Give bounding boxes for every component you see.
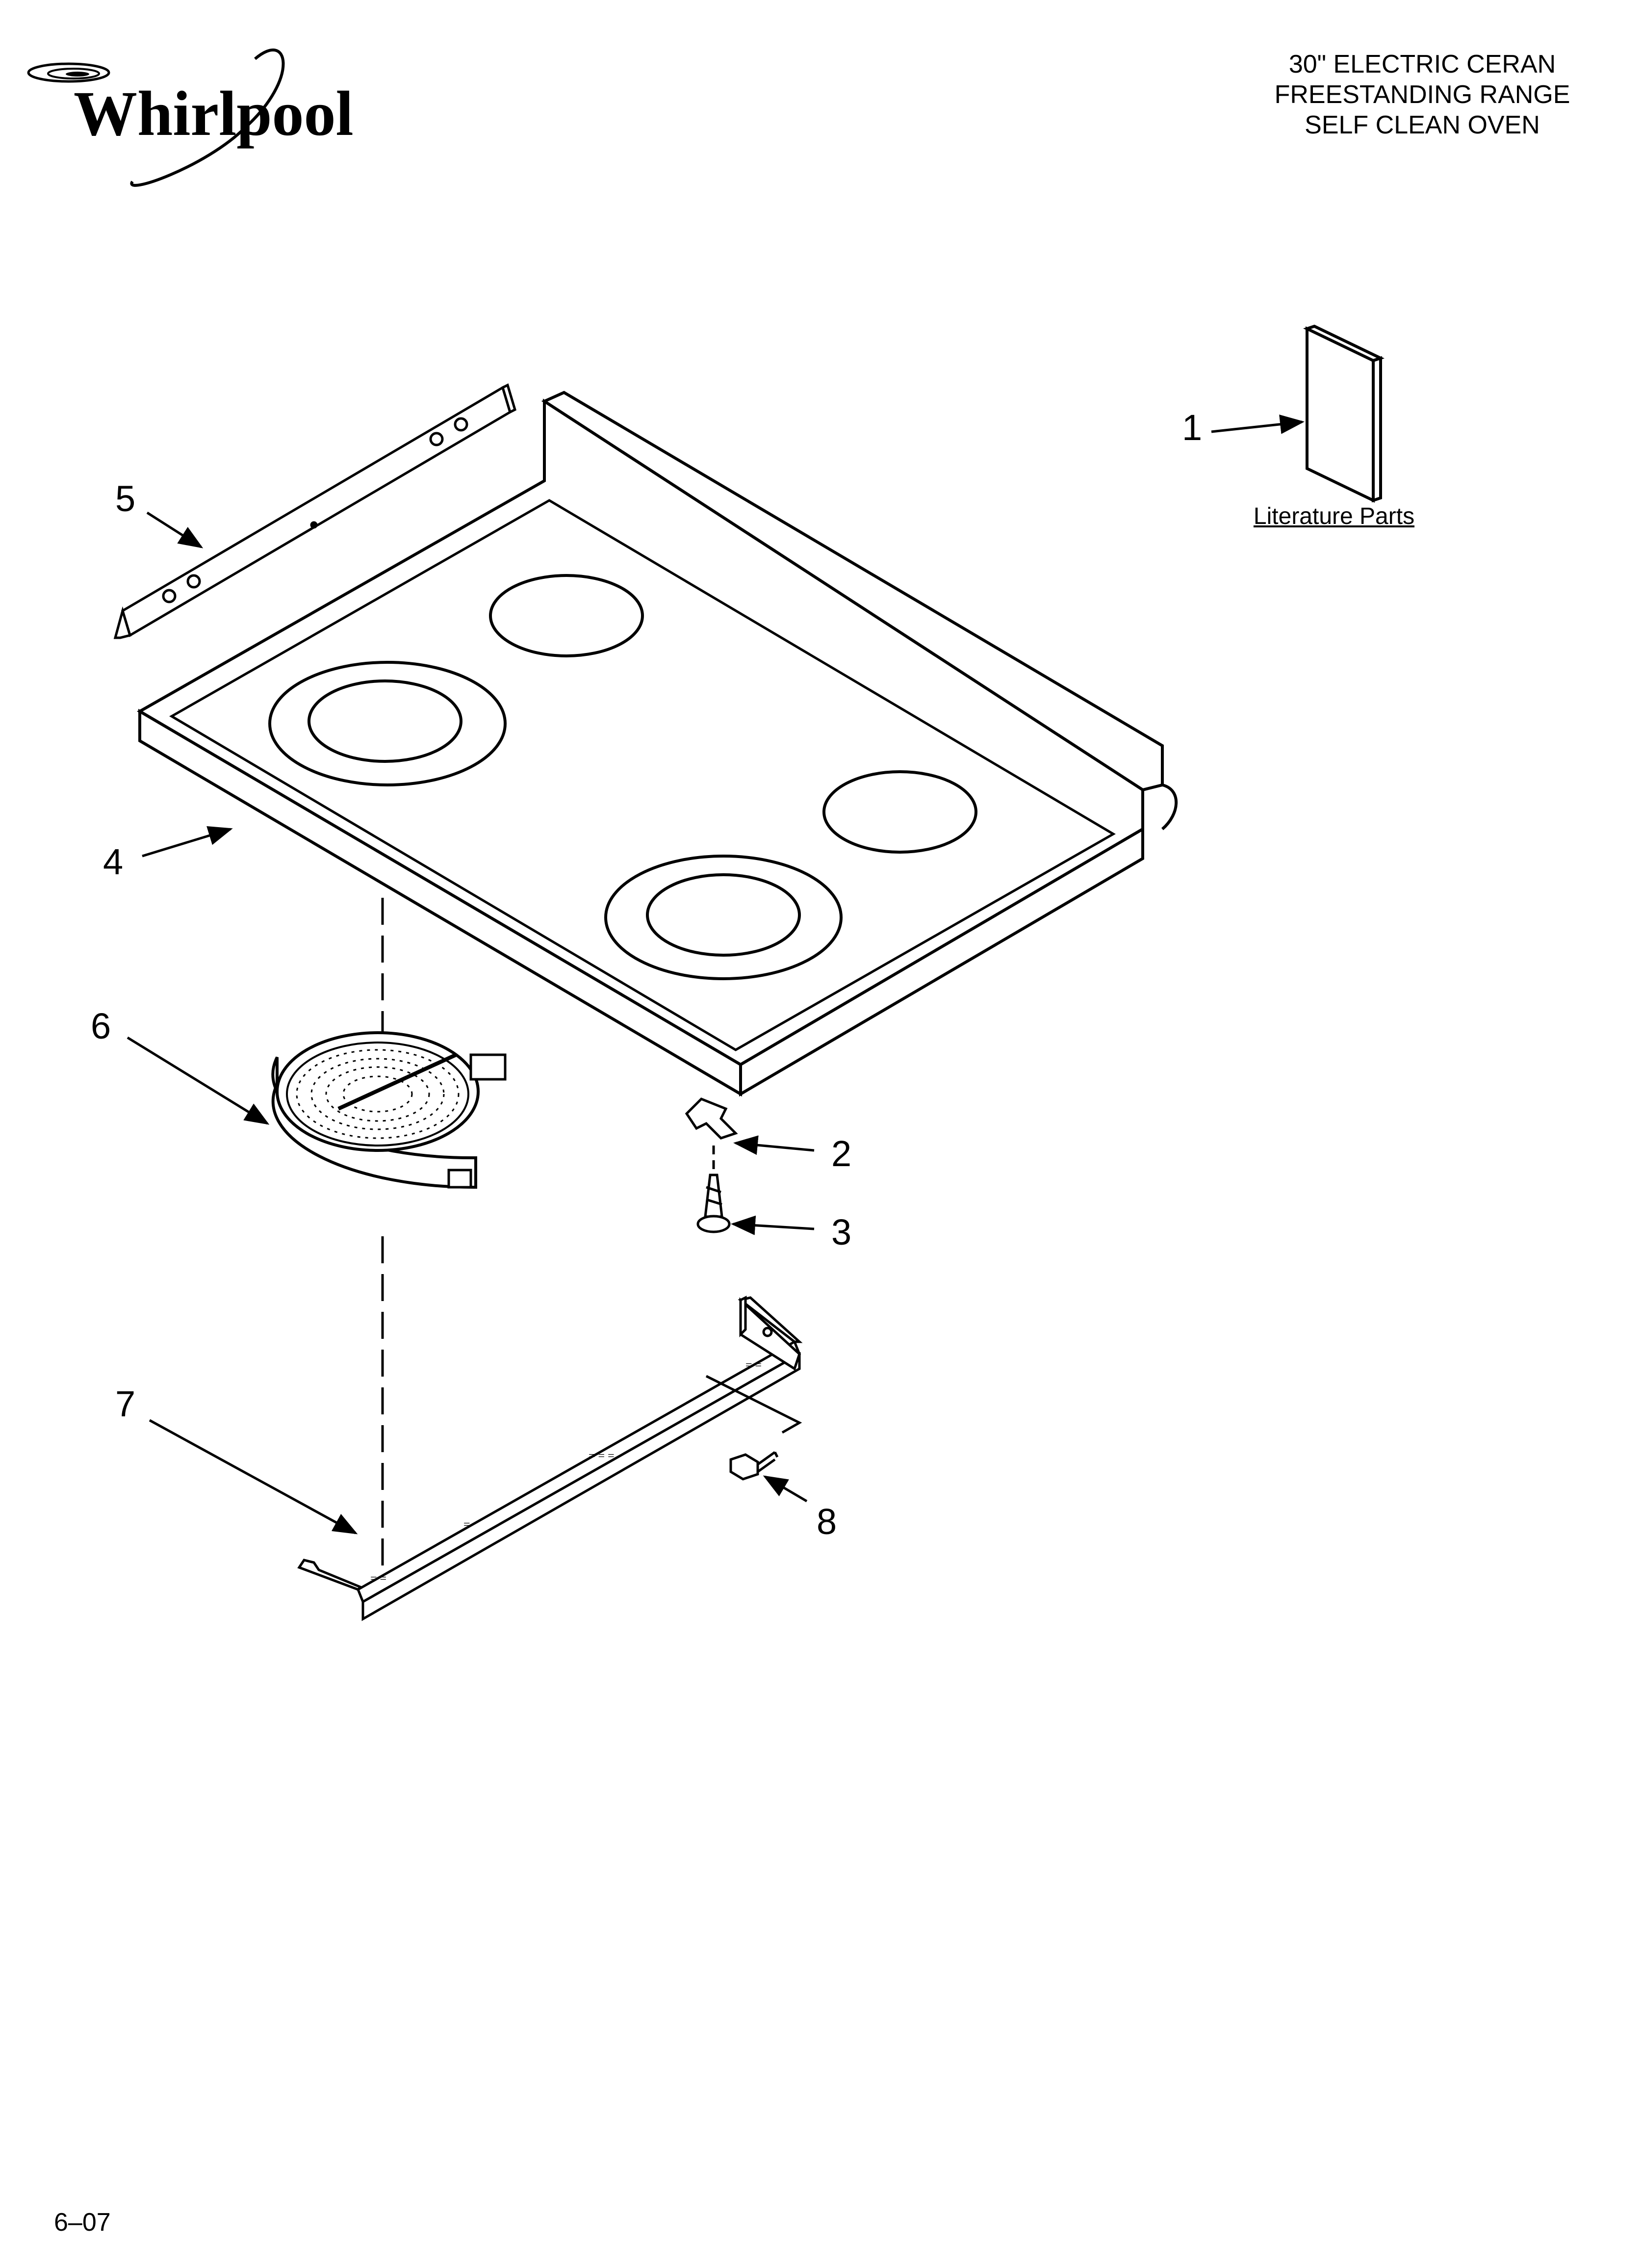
svg-text:=: = — [463, 1518, 470, 1531]
callout-8: 8 — [817, 1501, 837, 1542]
rear-bracket — [113, 383, 516, 639]
whirlpool-logo: Whirlpool — [27, 48, 354, 187]
radiant-surface-element — [271, 1031, 507, 1189]
literature-parts-caption: Literature Parts — [1253, 503, 1415, 529]
title-line-2: FREESTANDING RANGE — [1274, 80, 1570, 109]
title-line-1: 30" ELECTRIC CERAN — [1288, 50, 1556, 78]
leader-7 — [149, 1419, 358, 1535]
hex-bolt — [729, 1451, 779, 1481]
diagram-title: 30" ELECTRIC CERAN FREESTANDING RANGE SE… — [1202, 49, 1642, 140]
callout-7: 7 — [115, 1383, 136, 1424]
leader-5 — [146, 511, 204, 548]
cooktop-glass — [137, 391, 1178, 1097]
callout-1: 1 — [1182, 407, 1203, 448]
logo-wordmark: Whirlpool — [74, 78, 354, 149]
page-code: 6–07 — [54, 2208, 111, 2237]
screw-alignment-8 — [705, 1375, 802, 1434]
callout-2: 2 — [831, 1133, 852, 1174]
title-line-3: SELF CLEAN OVEN — [1305, 111, 1540, 139]
leader-1 — [1211, 414, 1305, 434]
mounting-clip — [685, 1097, 738, 1140]
svg-text:= = =: = = = — [589, 1450, 615, 1462]
svg-text:= =: = = — [745, 1359, 762, 1372]
callout-4: 4 — [103, 841, 124, 882]
literature-booklet — [1303, 324, 1385, 503]
leader-3 — [731, 1215, 815, 1235]
svg-text:= =: = = — [370, 1572, 386, 1585]
screw — [696, 1173, 731, 1233]
callout-3: 3 — [831, 1212, 852, 1252]
support-bracket: = = = = = = = = — [297, 1295, 803, 1621]
leader-8 — [763, 1475, 808, 1503]
leader-2 — [733, 1135, 815, 1155]
callout-6: 6 — [91, 1006, 111, 1046]
leader-6 — [127, 1036, 270, 1125]
leader-4 — [142, 826, 233, 858]
callout-5: 5 — [115, 478, 136, 519]
